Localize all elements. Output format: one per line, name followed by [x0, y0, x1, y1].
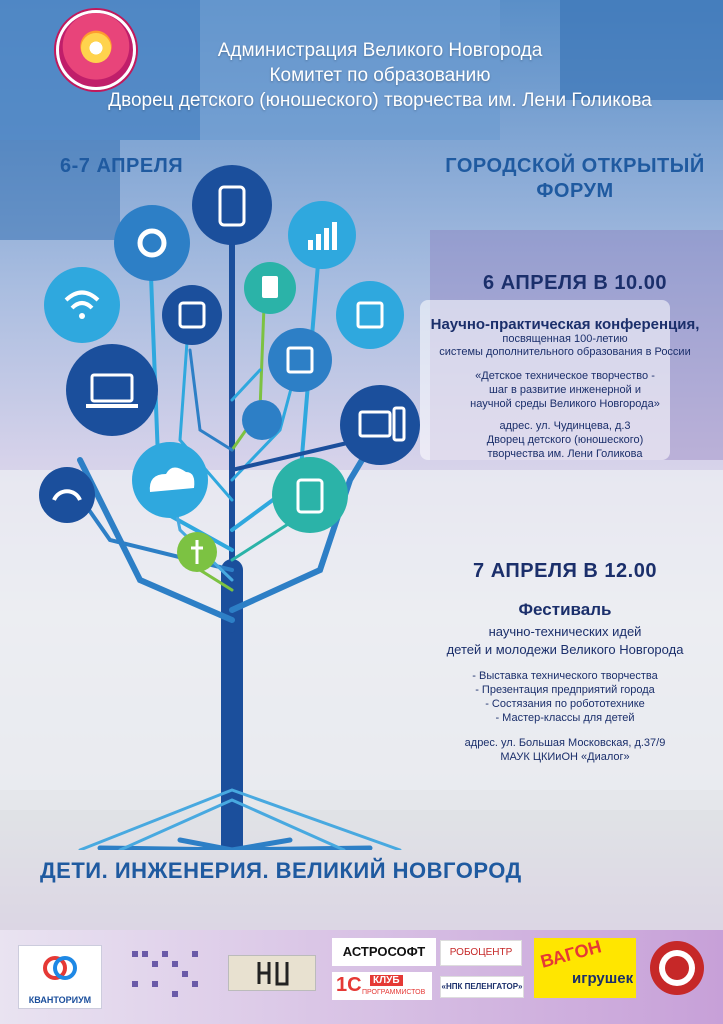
day1-quote3: научной среды Великого Новгорода»: [470, 398, 660, 410]
day2-addr2: МАУК ЦКИиОН «Диалог»: [500, 751, 630, 763]
dates-heading: 6-7 АПРЕЛЯ: [60, 155, 184, 177]
wood-logo: [228, 955, 316, 991]
astrosoft-logo: АСТРОСОФТ: [332, 938, 436, 966]
klub-label: КЛУБ: [370, 975, 403, 986]
day1-sub1: посвященная 100-летию: [502, 333, 628, 345]
pixel-logo: [128, 945, 210, 1005]
day2-item-4: - Мастер-классы для детей: [495, 712, 635, 724]
day1-addr2: Дворец детского (юношеского): [486, 434, 644, 446]
kvantorium-logo: КВАНТОРИУМ: [18, 945, 102, 1009]
day2-item-3: - Состязания по робототехнике: [485, 698, 645, 710]
day2-sub2: детей и молодежи Великого Новгорода: [446, 642, 684, 657]
day1-sub2: системы дополнительного образования в Ро…: [439, 346, 691, 358]
vagon-igrushek-logo: ВАГОН игрушек: [534, 936, 636, 998]
day2-item-1: - Выставка технического творчества: [472, 670, 658, 682]
day1-addr3: творчества им. Лени Голикова: [487, 448, 643, 460]
pelengator-logo: «НПК ПЕЛЕНГАТОР»: [440, 976, 524, 998]
vagon-label: ВАГОН: [538, 936, 604, 972]
header-line-3: Дворец детского (юношеского) творчества …: [108, 90, 652, 111]
day1-panel: [420, 300, 670, 460]
day2-when: 7 АПРЕЛЯ В 12.00: [473, 560, 657, 582]
klub-logo: 1С КЛУБ ПРОГРАММИСТОВ: [332, 972, 432, 1000]
day1-quote2: шаг в развитие инженерной и: [489, 384, 641, 396]
forum-title-1: ГОРОДСКОЙ ОТКРЫТЫЙ: [445, 155, 705, 177]
kvantorium-label: КВАНТОРИУМ: [28, 995, 92, 1005]
day1-event: Научно-практическая конференция,: [430, 316, 700, 333]
tech-tree-illustration: [39, 165, 420, 850]
day1-when: 6 АПРЕЛЯ В 10.00: [483, 272, 667, 294]
day2-event: Фестиваль: [518, 600, 612, 619]
day1-quote1: «Детское техническое творчество -: [475, 370, 655, 382]
day2-addr1: адрес. ул. Большая Московская, д.37/9: [464, 737, 666, 749]
forum-title-2: ФОРУМ: [536, 180, 614, 202]
day1-addr1: адрес. ул. Чудинцева, д.3: [499, 420, 631, 432]
day2-sub1: научно-технических идей: [488, 624, 642, 639]
robocentr-logo: РОБОЦЕНТР: [440, 940, 522, 966]
day2-item-2: - Презентация предприятий города: [475, 684, 655, 696]
header-line-2: Комитет по образованию: [269, 65, 491, 86]
igrushek-label: игрушек: [572, 970, 634, 987]
slogan: ДЕТИ. ИНЖЕНЕРИЯ. ВЕЛИКИЙ НОВГОРОД: [40, 858, 522, 883]
rosette-logo: [646, 938, 708, 998]
header-line-1: Администрация Великого Новгорода: [217, 40, 543, 61]
klub-sub-label: ПРОГРАММИСТОВ: [362, 989, 426, 996]
palace-logo: [56, 10, 136, 90]
